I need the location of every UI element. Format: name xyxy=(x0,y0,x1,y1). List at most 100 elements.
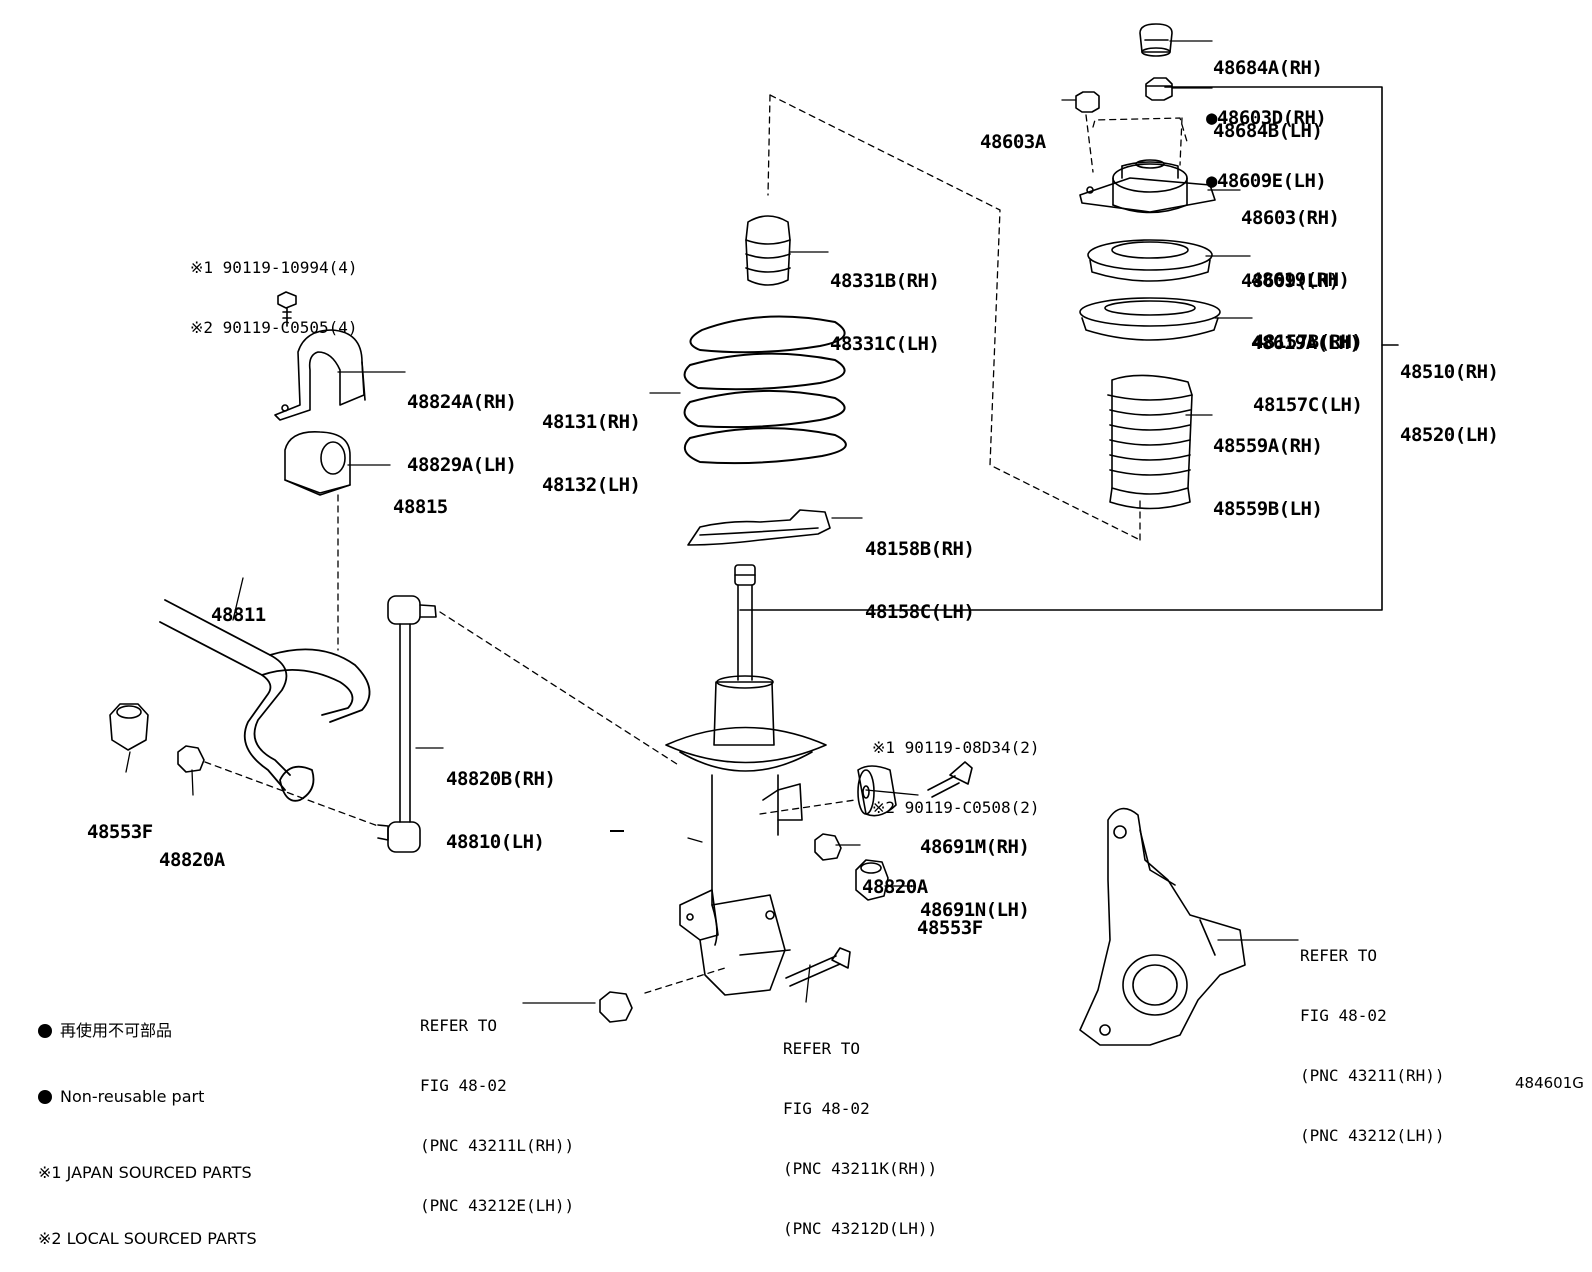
refer-knuckle: REFER TO FIG 48-02 (PNC 43211(RH)) (PNC … xyxy=(1300,906,1445,1166)
bolt-90119-lower xyxy=(927,761,973,798)
label-48691: 48691M(RH) 48691N(LH) xyxy=(920,795,1030,942)
label-line: REFER TO xyxy=(420,1016,498,1035)
label-line: 48810(LH) xyxy=(446,831,545,853)
bushing-48815 xyxy=(284,431,351,496)
legend-row-local: ※2 LOCAL SOURCED PARTS xyxy=(38,1228,257,1250)
bound-cap-48684 xyxy=(1139,23,1173,57)
label-48603: 48603(RH) 48609(LH) xyxy=(1241,166,1340,313)
legend-row-japan: ※1 JAPAN SOURCED PARTS xyxy=(38,1162,257,1184)
label-line: 48609(LH) xyxy=(1241,270,1340,292)
mark-tag xyxy=(610,830,624,832)
figure-id: 484601G xyxy=(1515,1074,1584,1092)
label-line: (PNC 43211K(RH)) xyxy=(783,1159,938,1178)
bullet-icon xyxy=(38,1090,52,1104)
label-48158: 48158B(RH) 48158C(LH) xyxy=(865,497,975,644)
label-line: (PNC 43212(LH)) xyxy=(1300,1126,1445,1145)
label-90119-upper: ※1 90119-10994(4) ※2 90119-C0505(4) xyxy=(190,218,358,358)
cushion-48691m xyxy=(857,765,897,817)
label-line: (PNC 43212D(LH)) xyxy=(783,1219,938,1238)
label-line: 48131(RH) xyxy=(542,411,641,433)
lock-nut-48553f-right xyxy=(855,859,889,901)
assembly-bracket-line xyxy=(739,86,1399,611)
label-48820a-left: 48820A xyxy=(159,808,225,892)
spring-seat-48157 xyxy=(1079,297,1221,341)
label-line: ●48609E(LH) xyxy=(1206,170,1327,192)
nut-48820a-right xyxy=(814,833,842,861)
label-line: 48684B(LH) xyxy=(1213,120,1323,142)
label-48510: 48510(RH) 48520(LH) xyxy=(1400,320,1499,467)
suspension-parts-drawing xyxy=(109,23,1399,1046)
label-line: 48691N(LH) xyxy=(920,899,1030,921)
refer-nut: REFER TO FIG 48-02 (PNC 43211L(RH)) (PNC… xyxy=(420,976,574,1236)
label-line: 48691M(RH) xyxy=(920,836,1030,858)
label-48820a-right: 48820A xyxy=(862,835,928,919)
label-line: ※2 90119-C0505(4) xyxy=(190,318,358,337)
label-line: 48157B(RH) xyxy=(1253,331,1363,353)
upper-support-48603 xyxy=(1079,159,1216,214)
label-48811: 48811 xyxy=(211,563,266,647)
legend-row-non-reusable-en: Non-reusable part xyxy=(38,1086,257,1108)
lower-insulator-48158 xyxy=(687,509,831,546)
label-line: 48553F xyxy=(87,821,153,843)
label-line: 48510(RH) xyxy=(1400,361,1499,383)
label-line: 48553F xyxy=(917,917,983,939)
label-48131: 48131(RH) 48132(LH) xyxy=(542,370,641,517)
nut-48603a xyxy=(1075,91,1100,113)
label-line: FIG 48-02 xyxy=(420,1076,507,1095)
label-line: 48331C(LH) xyxy=(830,333,940,355)
label-line: REFER TO xyxy=(1300,946,1378,965)
label-line: FIG 48-02 xyxy=(1300,1006,1387,1025)
label-line: 48132(LH) xyxy=(542,474,641,496)
nut-48603d xyxy=(1145,77,1173,101)
label-line: 48520(LH) xyxy=(1400,424,1499,446)
legend-text: Non-reusable part xyxy=(60,1087,205,1106)
nut-strut-lower xyxy=(599,991,633,1023)
assembly-dash-outline xyxy=(204,94,1189,994)
label-line: 48559A(RH) xyxy=(1213,435,1323,457)
label-line: 48824A(RH) xyxy=(407,391,517,413)
label-line: 48820A xyxy=(862,876,928,898)
steering-knuckle xyxy=(1079,807,1246,1046)
bullet-icon xyxy=(38,1024,52,1038)
coil-spring-48131 xyxy=(683,315,847,465)
label-line: 48820B(RH) xyxy=(446,768,556,790)
nut-48820a-left xyxy=(177,745,205,773)
label-48820b: 48820B(RH) 48810(LH) xyxy=(446,727,556,874)
label-line: 48684A(RH) xyxy=(1213,57,1323,79)
dust-boot-48559 xyxy=(1107,374,1193,510)
label-line: ※1 90119-08D34(2) xyxy=(872,738,1040,757)
label-line: FIG 48-02 xyxy=(783,1099,870,1118)
label-line: ※2 90119-C0508(2) xyxy=(872,798,1040,817)
label-48619: 48619(RH) 48619A(LH) xyxy=(1251,228,1361,375)
label-48331: 48331B(RH) 48331C(LH) xyxy=(830,229,940,376)
legend-text: ※2 LOCAL SOURCED PARTS xyxy=(38,1229,257,1248)
label-line: 48603A xyxy=(980,131,1046,153)
stabilizer-bar-48811 xyxy=(159,599,371,802)
label-48815: 48815 xyxy=(393,455,448,539)
label-line: REFER TO xyxy=(783,1039,861,1058)
label-line: 48331B(RH) xyxy=(830,270,940,292)
stabilizer-link-48820b xyxy=(377,595,437,853)
bolt-90119-upper xyxy=(277,291,297,327)
label-48603d: ●48603D(RH) ●48609E(LH) xyxy=(1206,66,1327,213)
label-48559: 48559A(RH) 48559B(LH) xyxy=(1213,394,1323,541)
bolt-strut-lower xyxy=(785,947,851,987)
label-line: 48619(RH) xyxy=(1251,269,1350,291)
label-90119-lower: ※1 90119-08D34(2) ※2 90119-C0508(2) xyxy=(872,698,1040,838)
label-line: 48603(RH) xyxy=(1241,207,1340,229)
legend-row-non-reusable-ja: 再使用不可部品 xyxy=(38,1020,257,1042)
label-line: 48559B(LH) xyxy=(1213,498,1323,520)
label-line: 48157C(LH) xyxy=(1253,394,1363,416)
label-line: (PNC 43211(RH)) xyxy=(1300,1066,1445,1085)
bump-stopper-48331 xyxy=(745,215,791,286)
label-48157: 48157B(RH) 48157C(LH) xyxy=(1253,290,1363,437)
label-line: 48829A(LH) xyxy=(407,454,517,476)
leader-lines xyxy=(125,40,1299,1004)
label-line: 48820A xyxy=(159,849,225,871)
label-line: ※1 90119-10994(4) xyxy=(190,258,358,277)
label-line: (PNC 43211L(RH)) xyxy=(420,1136,575,1155)
shock-absorber-strut xyxy=(665,564,827,996)
label-48684: 48684A(RH) 48684B(LH) xyxy=(1213,16,1323,163)
lock-nut-48553f-left xyxy=(109,703,149,751)
label-line: 48815 xyxy=(393,496,448,518)
